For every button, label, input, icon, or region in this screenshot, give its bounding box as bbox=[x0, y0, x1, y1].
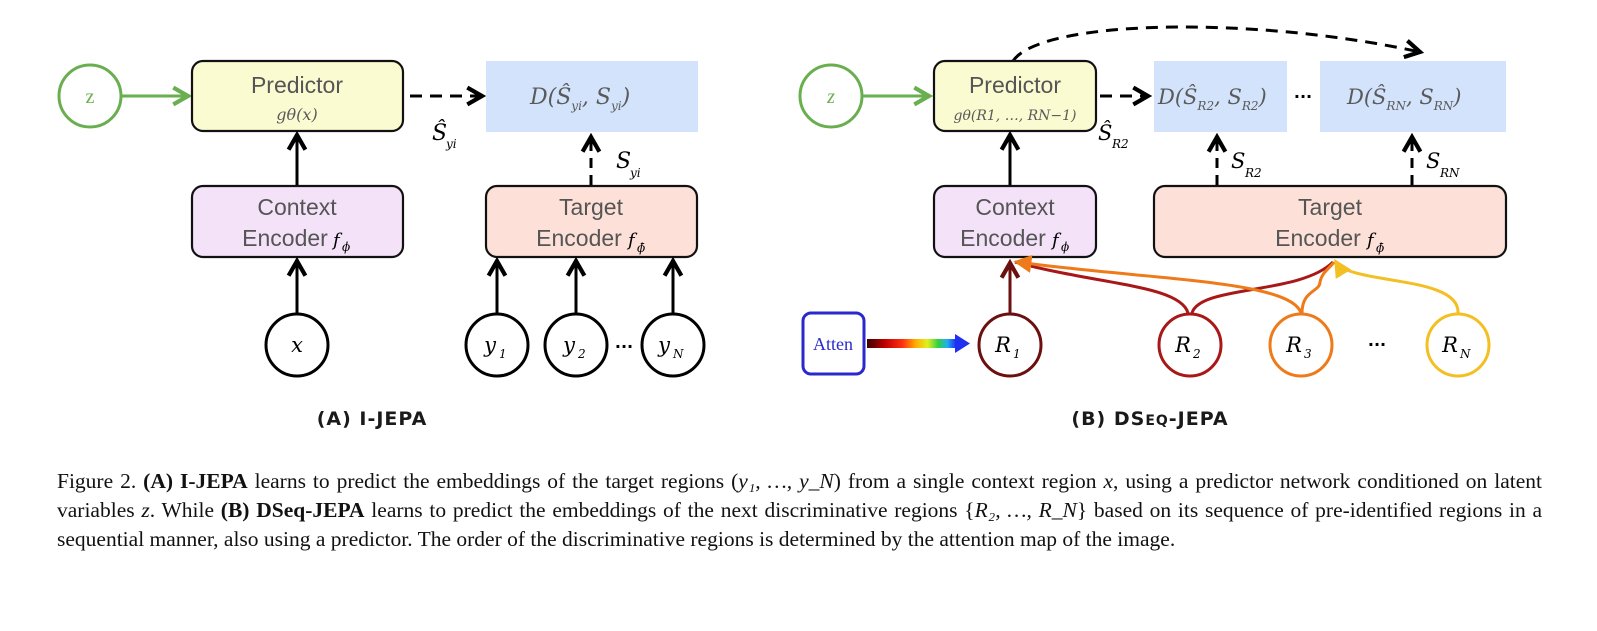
svg-text:ϕ̄: ϕ̄ bbox=[637, 241, 645, 255]
svg-text:Predictor: Predictor bbox=[969, 72, 1061, 98]
loss-box-r2: D(ŜR2, SR2) bbox=[1154, 61, 1287, 132]
context-input-x: x bbox=[264, 312, 330, 378]
svg-text:R: R bbox=[1285, 333, 1302, 357]
figure-diagram: z Predictor gθ(x) Context Encoder f ϕ x … bbox=[57, 25, 1508, 430]
loss-box-rN: D(ŜRN, SRN) bbox=[1320, 61, 1506, 132]
predictor-formula: gθ(x) bbox=[276, 105, 317, 124]
svg-text:1: 1 bbox=[499, 347, 507, 361]
predictor-box-b: Predictor gθ(R1, …, RN−1) bbox=[932, 59, 1098, 133]
svg-text:Ŝ: Ŝ bbox=[1098, 120, 1112, 145]
svg-text:z: z bbox=[86, 86, 95, 108]
svg-text:2: 2 bbox=[1192, 347, 1201, 361]
svg-text:Ŝ: Ŝ bbox=[432, 119, 447, 146]
svg-text:R: R bbox=[1441, 333, 1458, 357]
svg-text:Encoder: Encoder bbox=[1275, 225, 1361, 251]
context-encoder-box-b: Context Encoder f ϕ bbox=[932, 184, 1098, 259]
svg-text:D(ŜRN, SRN): D(ŜRN, SRN) bbox=[1346, 84, 1461, 113]
region-node-r3: R 3 bbox=[1268, 312, 1334, 378]
ellipsis: ··· bbox=[615, 337, 633, 356]
svg-text:yi: yi bbox=[629, 166, 641, 180]
svg-text:yi: yi bbox=[445, 137, 457, 151]
panel-a: z Predictor gθ(x) Context Encoder f ϕ x … bbox=[57, 59, 706, 430]
svg-text:N: N bbox=[672, 347, 684, 361]
target-input-y1: y 1 bbox=[464, 312, 530, 378]
svg-text:N: N bbox=[1459, 347, 1471, 361]
prediction-label-b: Ŝ R2 bbox=[1098, 120, 1129, 151]
svg-text:1: 1 bbox=[1013, 347, 1021, 361]
target-encoder-box: Target Encoder f ϕ̄ bbox=[484, 184, 699, 259]
panel-a-label: (A) I-JEPA bbox=[317, 408, 428, 430]
svg-text:2: 2 bbox=[577, 347, 586, 361]
svg-text:Context: Context bbox=[257, 194, 337, 220]
svg-text:y: y bbox=[657, 333, 671, 357]
context-encoder-box: Context Encoder f ϕ bbox=[190, 184, 405, 259]
svg-text:D(Ŝyi, Syi): D(Ŝyi, Syi) bbox=[529, 83, 630, 113]
svg-text:S: S bbox=[1231, 149, 1245, 173]
target-output-label-r2: S R2 bbox=[1231, 149, 1262, 180]
loss-ellipsis: ··· bbox=[1294, 87, 1312, 106]
svg-text:z: z bbox=[826, 86, 835, 108]
region-ellipsis: ··· bbox=[1368, 335, 1386, 354]
target-encoder-box-b: Target Encoder f ϕ̄ bbox=[1152, 184, 1508, 259]
target-output-label-rN: S RN bbox=[1426, 149, 1460, 180]
r2-to-context-curve bbox=[1014, 260, 1190, 314]
svg-text:ϕ̄: ϕ̄ bbox=[1376, 241, 1384, 255]
svg-text:S: S bbox=[1426, 149, 1440, 173]
svg-text:R2: R2 bbox=[1244, 166, 1262, 180]
svg-text:R: R bbox=[1174, 333, 1191, 357]
svg-text:Context: Context bbox=[975, 194, 1055, 220]
loss-box: D(Ŝyi, Syi) bbox=[486, 61, 698, 132]
region-node-rN: R N bbox=[1425, 312, 1491, 378]
svg-text:D(ŜR2, SR2): D(ŜR2, SR2) bbox=[1157, 84, 1267, 113]
r3-to-target-curve bbox=[1300, 261, 1336, 314]
svg-text:R: R bbox=[994, 333, 1011, 357]
svg-text:3: 3 bbox=[1304, 347, 1312, 361]
svg-text:Target: Target bbox=[1298, 194, 1363, 220]
svg-text:Encoder: Encoder bbox=[242, 225, 328, 251]
target-input-yN: y N bbox=[640, 312, 706, 378]
svg-text:RN: RN bbox=[1439, 166, 1460, 180]
figure-caption: Figure 2. (A) I-JEPA learns to predict t… bbox=[57, 469, 1543, 551]
sequential-prediction-arrow bbox=[1011, 25, 1420, 62]
target-output-label: S yi bbox=[616, 149, 641, 180]
latent-node-z: z bbox=[57, 63, 123, 129]
region-node-r2: R 2 bbox=[1157, 312, 1223, 378]
r3-to-context-curve bbox=[1013, 255, 1303, 314]
svg-text:Encoder: Encoder bbox=[960, 225, 1046, 251]
svg-text:R2: R2 bbox=[1111, 137, 1129, 151]
rN-to-target-curve bbox=[1334, 258, 1460, 314]
target-input-y2: y 2 bbox=[543, 312, 609, 378]
svg-text:y: y bbox=[562, 333, 576, 357]
svg-text:gθ(R1, …, RN−1): gθ(R1, …, RN−1) bbox=[954, 108, 1077, 124]
r2-to-target-curve bbox=[1190, 260, 1335, 314]
svg-text:ϕ: ϕ bbox=[1061, 240, 1069, 254]
svg-text:Atten: Atten bbox=[813, 334, 853, 354]
panel-b: z Predictor gθ(R1, …, RN−1) Ŝ R2 D(ŜR2, … bbox=[798, 25, 1508, 430]
svg-text:S: S bbox=[616, 149, 631, 174]
attention-map-box: Atten bbox=[801, 311, 866, 376]
svg-text:Encoder: Encoder bbox=[536, 225, 622, 251]
svg-text:ϕ: ϕ bbox=[342, 240, 350, 254]
svg-text:x: x bbox=[291, 333, 303, 357]
prediction-label: Ŝ yi bbox=[432, 119, 457, 151]
attention-order-arrow bbox=[867, 334, 970, 353]
svg-text:Target: Target bbox=[559, 194, 624, 220]
svg-text:y: y bbox=[483, 333, 497, 357]
panel-b-label: (B) DSEQ-JEPA bbox=[1071, 408, 1228, 430]
latent-node-z-b: z bbox=[798, 63, 864, 129]
predictor-box: Predictor gθ(x) bbox=[190, 59, 405, 133]
region-node-r1: R 1 bbox=[977, 312, 1043, 378]
predictor-title: Predictor bbox=[251, 72, 343, 98]
